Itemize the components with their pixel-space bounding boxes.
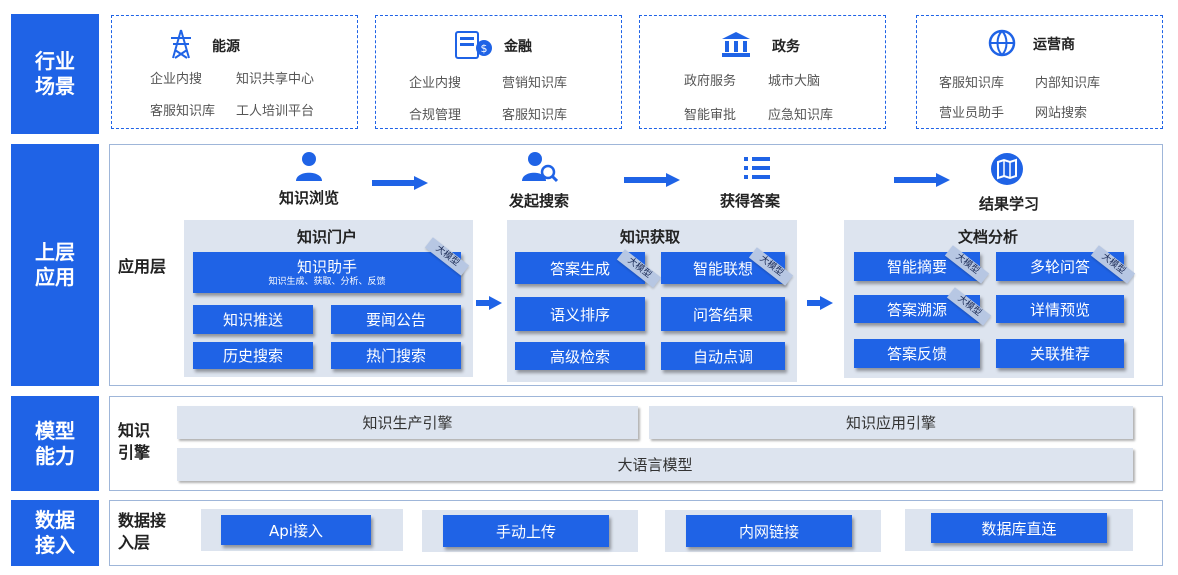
finance-icon: $ [455,31,492,59]
answer-generation-button[interactable]: 答案生成 [515,252,645,284]
answer-feedback-button[interactable]: 答案反馈 [854,339,980,368]
hot-search-button[interactable]: 热门搜索 [331,342,461,369]
svg-text:$: $ [481,42,488,55]
flow-step-search: 发起搜索 [509,192,570,210]
user-icon [296,152,322,181]
industry-item: 工人培训平台 [236,104,315,119]
sidebar-data: 数据接入 [11,500,99,566]
answer-trace-button[interactable]: 答案溯源 [854,295,980,323]
flow-arrow [624,173,680,187]
industry-item: 客服知识库 [939,76,1005,91]
government-building-icon [722,32,750,57]
flow-arrow [476,296,502,310]
assistant-label: 知识助手 [296,257,357,276]
flow-step-answer: 获得答案 [720,192,781,210]
portal-title: 知识门户 [297,228,358,246]
network-globe-icon [988,29,1016,57]
manual-upload-button[interactable]: 手动上传 [443,515,609,547]
knowledge-production-engine: 知识生产引擎 [177,406,638,439]
analysis-title: 文档分析 [958,228,1019,246]
detail-preview-button[interactable]: 详情预览 [996,295,1124,323]
industry-card-finance: $ 金融 企业内搜 营销知识库 合规管理 客服知识库 [375,15,622,129]
list-icon [744,157,770,179]
database-direct-button[interactable]: 数据库直连 [931,513,1107,543]
sidebar-upper-label: 上层应用 [35,240,75,289]
sidebar-upper-app: 上层应用 [11,144,99,386]
industry-item: 内部知识库 [1035,76,1101,91]
industry-title: 运营商 [1033,37,1075,53]
industry-card-telecom: 运营商 客服知识库 内部知识库 营业员助手 网站搜索 [916,15,1163,129]
map-book-icon [991,153,1023,185]
industry-title: 金融 [504,39,532,55]
data-access-label: 数据接入层 [118,511,167,552]
industry-item: 政府服务 [684,74,737,89]
knowledge-application-engine: 知识应用引擎 [649,406,1133,439]
sidebar-model: 模型能力 [11,396,99,491]
flow-step-learn: 结果学习 [979,195,1040,213]
industry-item: 智能审批 [684,108,737,123]
knowledge-push-button[interactable]: 知识推送 [193,305,313,334]
sidebar-industry-label: 行业场景 [35,49,75,98]
acquire-title: 知识获取 [620,228,681,246]
engine-label: 知识引擎 [118,421,151,462]
related-recommend-button[interactable]: 关联推荐 [996,339,1124,368]
sidebar-data-label: 数据接入 [35,508,75,557]
auto-tuning-button[interactable]: 自动点调 [661,342,785,370]
industry-item: 营销知识库 [502,76,568,91]
knowledge-assistant-button[interactable]: 知识助手 知识生成、获取、分析、反馈 [193,252,461,293]
semantic-ranking-button[interactable]: 语义排序 [515,297,645,331]
flow-arrow [807,296,833,310]
industry-item: 城市大脑 [768,74,821,89]
industry-title: 能源 [212,39,240,55]
industry-item: 企业内搜 [409,76,462,91]
industry-item: 应急知识库 [768,108,834,123]
industry-item: 客服知识库 [502,108,568,123]
large-language-model: 大语言模型 [177,448,1133,481]
industry-title: 政务 [772,39,800,55]
industry-item: 企业内搜 [150,72,203,87]
app-layer-label: 应用层 [118,257,167,276]
industry-item: 营业员助手 [939,106,1005,121]
power-tower-icon [171,29,191,59]
history-search-button[interactable]: 历史搜索 [193,342,313,369]
industry-item: 客服知识库 [150,104,216,119]
industry-card-government: 政务 政府服务 城市大脑 智能审批 应急知识库 [639,15,886,129]
sidebar-model-label: 模型能力 [35,418,75,468]
assistant-sub-label: 知识生成、获取、分析、反馈 [268,276,386,287]
news-announcement-button[interactable]: 要闻公告 [331,305,461,334]
intranet-link-button[interactable]: 内网链接 [686,515,852,547]
industry-item: 网站搜索 [1035,106,1088,121]
qa-result-button[interactable]: 问答结果 [661,297,785,331]
search-user-icon [522,152,558,183]
industry-card-energy: 能源 企业内搜 知识共享中心 客服知识库 工人培训平台 [111,15,358,129]
flow-step-browse: 知识浏览 [279,189,340,207]
flow-arrow [372,176,428,190]
flow-arrow [894,173,950,187]
industry-item: 合规管理 [409,108,462,123]
advanced-search-button[interactable]: 高级检索 [515,342,645,370]
api-access-button[interactable]: Api接入 [221,515,371,545]
sidebar-industry: 行业场景 [11,14,99,134]
industry-item: 知识共享中心 [236,72,315,87]
